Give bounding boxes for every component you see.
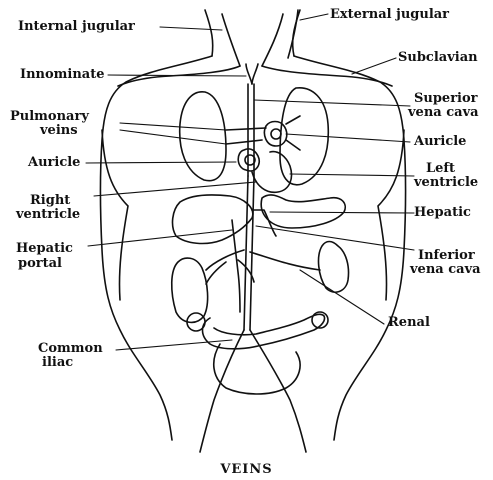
large-intestine	[203, 314, 325, 348]
right-kidney	[172, 258, 208, 322]
pulmonary-vein-3	[286, 140, 300, 150]
label-pulmonary-veins: veins	[40, 124, 78, 137]
torso-outline-right	[294, 56, 406, 440]
superior-vena-cava	[248, 84, 254, 176]
subclavian-right	[262, 66, 392, 86]
label-vena-cava-inferior: vena cava	[410, 263, 481, 276]
label-external-jugular: External jugular	[330, 8, 449, 21]
innominate-vein-r	[252, 64, 258, 84]
torso-outline-left	[101, 56, 213, 440]
leader-auricle-right	[286, 134, 410, 142]
leader-inferior-vena-cava	[256, 226, 414, 250]
leader-hepatic	[270, 212, 414, 213]
label-left-ventricle: ventricle	[414, 176, 478, 189]
neck-outline	[205, 10, 213, 56]
leader-pulmonary-2	[120, 130, 226, 144]
pulmonary-vein-4	[226, 140, 262, 144]
label-hepatic-portal-1: Hepatic	[16, 242, 73, 255]
leader-pulmonary-1	[120, 123, 226, 130]
left-auricle-inner	[271, 129, 281, 139]
label-vena-cava-superior: vena cava	[408, 106, 479, 119]
label-iliac: iliac	[42, 356, 73, 369]
label-superior: Superior	[414, 92, 478, 105]
label-inferior: Inferior	[418, 249, 475, 262]
label-left: Left	[426, 162, 455, 175]
heart-left-auricle	[264, 122, 286, 147]
label-renal: Renal	[388, 316, 430, 329]
internal-jugular-vein	[222, 14, 240, 66]
hepatic-portal-vein	[232, 220, 240, 312]
innominate-vein	[246, 64, 252, 84]
leader-internal-jugular	[160, 27, 222, 30]
leader-subclavian	[352, 58, 396, 74]
label-right: Right	[30, 194, 70, 207]
label-innominate: Innominate	[20, 68, 105, 81]
right-lung	[180, 92, 226, 181]
renal-vein-left	[250, 252, 320, 270]
pulmonary-vein-1	[226, 128, 266, 130]
leader-innominate	[108, 75, 246, 76]
label-common: Common	[38, 342, 103, 355]
leader-right-ventricle	[94, 182, 256, 196]
right-arm-line	[378, 130, 404, 300]
label-hepatic: Hepatic	[414, 206, 471, 219]
leader-superior-vena-cava	[254, 100, 410, 106]
internal-jugular-vein-r	[262, 14, 283, 66]
label-hepatic-portal-2: portal	[18, 257, 62, 270]
figure-caption: VEINS	[0, 462, 493, 477]
label-auricle-right: Auricle	[414, 135, 466, 148]
label-pulmonary: Pulmonary	[10, 110, 89, 123]
label-subclavian: Subclavian	[398, 51, 478, 64]
leader-common-iliac	[116, 340, 232, 350]
leader-left-ventricle	[290, 174, 414, 176]
left-arm-line	[102, 130, 128, 300]
label-auricle-left: Auricle	[28, 156, 80, 169]
label-right-ventricle: ventricle	[16, 208, 80, 221]
leader-external-jugular	[300, 14, 328, 20]
stomach	[261, 195, 345, 228]
pulmonary-vein-2	[286, 116, 300, 124]
label-internal-jugular: Internal jugular	[18, 20, 135, 33]
leader-auricle-left	[86, 162, 236, 163]
liver	[173, 195, 253, 244]
